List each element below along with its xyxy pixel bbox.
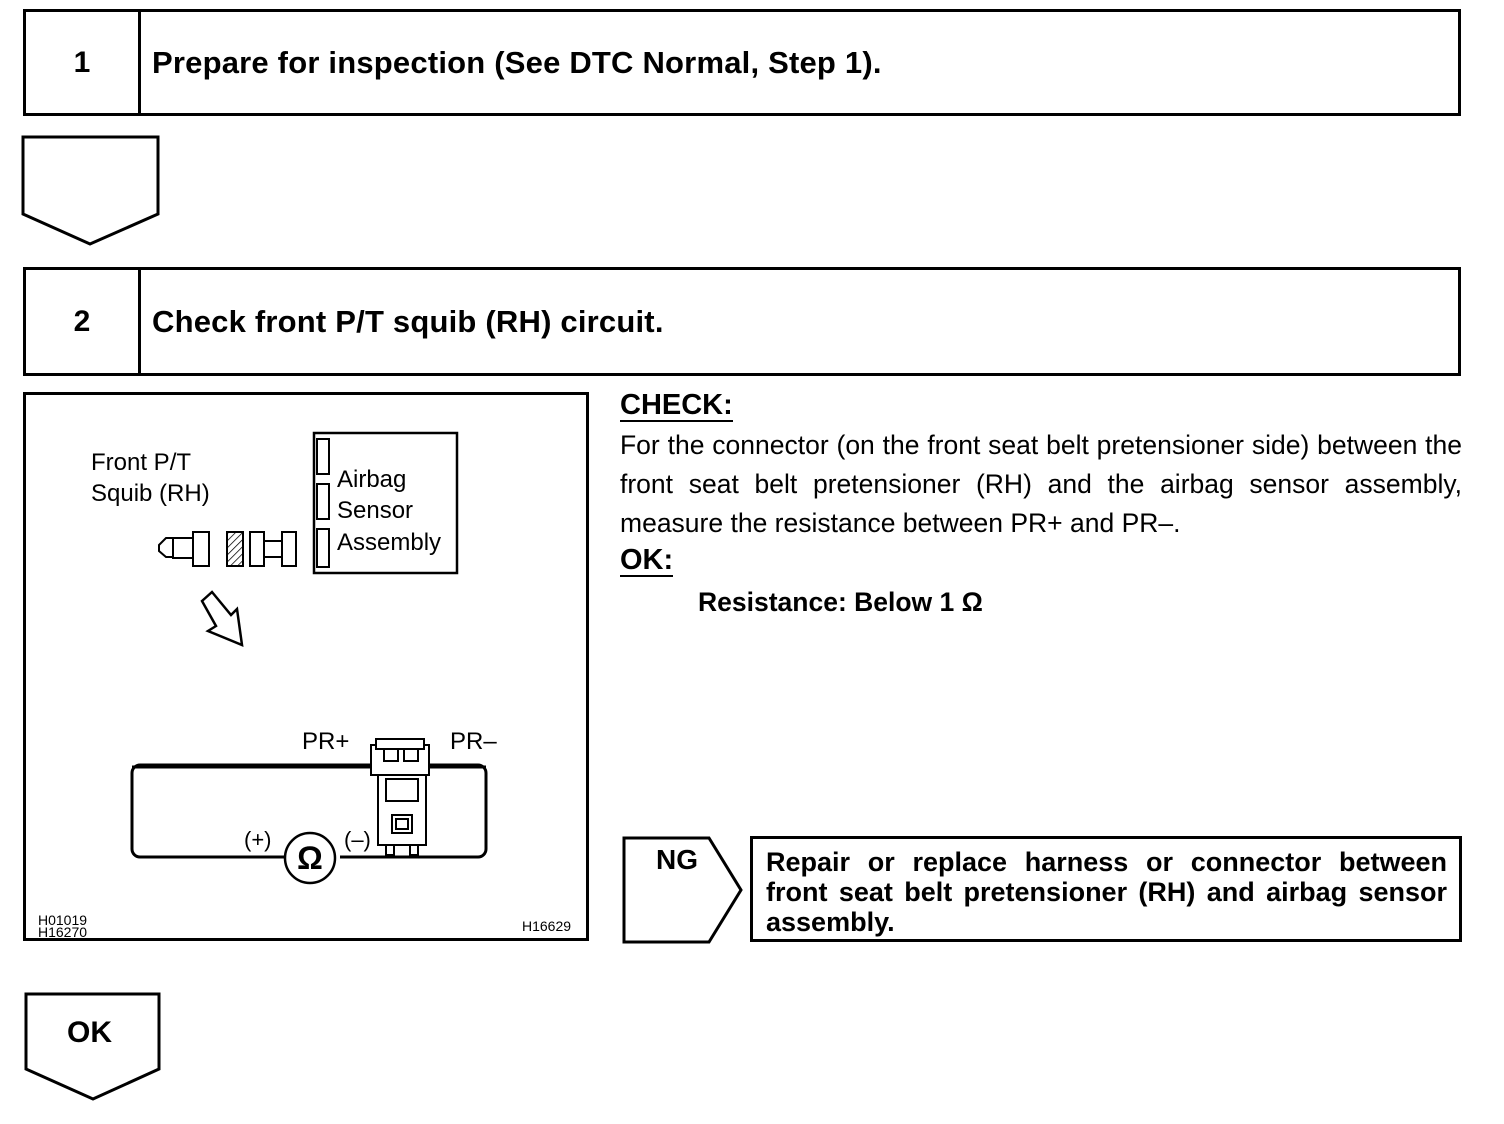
squib-connector bbox=[158, 531, 210, 567]
circuit-figure: Front P/T Squib (RH) Airbag Sensor Assem… bbox=[38, 431, 571, 938]
ng-label: NG bbox=[656, 844, 698, 875]
hatched-connector bbox=[226, 531, 244, 567]
figure-label-sensor-2: Sensor bbox=[337, 497, 413, 524]
ng-action-text: Repair or replace harness or connector b… bbox=[766, 847, 1447, 937]
figure-label-sensor-3: Assembly bbox=[337, 529, 441, 556]
ohmmeter-icon bbox=[283, 831, 337, 885]
check-section: CHECK: For the connector (on the front s… bbox=[620, 390, 1462, 618]
step-2-title: Check front P/T squib (RH) circuit. bbox=[152, 303, 664, 339]
check-heading: CHECK: bbox=[620, 389, 733, 422]
step-1-box: 1 Prepare for inspection (See DTC Normal… bbox=[23, 9, 1461, 116]
down-arrow-1 bbox=[21, 135, 160, 246]
pr-plus-label: PR+ bbox=[302, 728, 349, 755]
sensor-pin-1 bbox=[316, 438, 330, 475]
figure-code-left-2: H16270 bbox=[38, 924, 87, 938]
sensor-pin-3 bbox=[316, 528, 330, 568]
ok-arrow-label: OK bbox=[67, 1016, 112, 1049]
pr-minus-label: PR– bbox=[450, 728, 497, 755]
figure-code-left-1: H01019 bbox=[38, 912, 87, 928]
figure-label-squib-1: Front P/T bbox=[91, 449, 191, 476]
figure-label-squib-2: Squib (RH) bbox=[91, 480, 210, 507]
connector-face bbox=[370, 738, 430, 856]
ng-arrow bbox=[622, 836, 743, 944]
ok-heading: OK: bbox=[620, 544, 674, 577]
check-text: For the connector (on the front seat bel… bbox=[620, 430, 1462, 538]
figure-code-right: H16629 bbox=[522, 918, 571, 934]
sensor-assembly-box bbox=[312, 431, 459, 575]
harness-connector bbox=[249, 531, 297, 567]
meter-plus-label: (+) bbox=[244, 827, 272, 852]
ok-arrow bbox=[24, 992, 161, 1101]
meter-minus-label: (–) bbox=[344, 827, 371, 852]
figure-frame: Front P/T Squib (RH) Airbag Sensor Assem… bbox=[23, 392, 589, 941]
step-1-title: Prepare for inspection (See DTC Normal, … bbox=[152, 44, 882, 80]
ohm-symbol: Ω bbox=[297, 840, 323, 876]
ng-action-box: Repair or replace harness or connector b… bbox=[750, 836, 1462, 942]
zoom-arrow-icon bbox=[200, 590, 244, 647]
step-2-number: 2 bbox=[26, 270, 141, 373]
step-1-number: 1 bbox=[26, 12, 141, 113]
figure-label-sensor-1: Airbag bbox=[337, 466, 406, 493]
sensor-pin-2 bbox=[316, 483, 330, 520]
ok-value: Resistance: Below 1 Ω bbox=[698, 587, 983, 617]
step-2-box: 2 Check front P/T squib (RH) circuit. bbox=[23, 267, 1461, 376]
